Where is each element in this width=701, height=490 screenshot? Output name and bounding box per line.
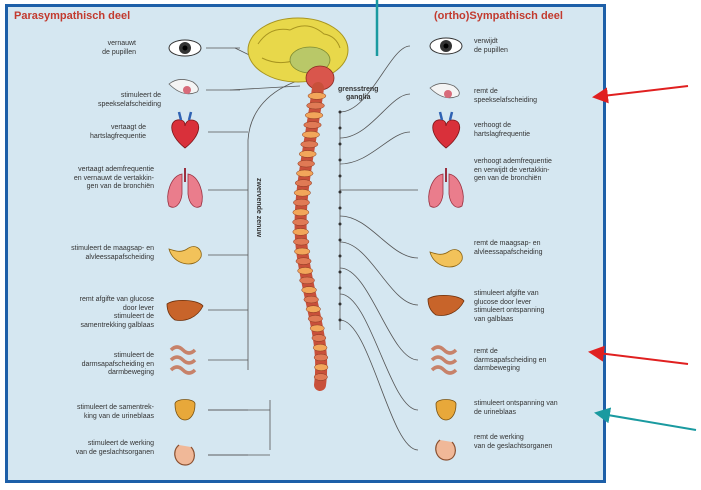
ganglion-dot (339, 255, 342, 258)
para-label-bladder: stimuleert de samentrek- king van de uri… (77, 404, 154, 421)
para-label-lungs: vertaagt ademfrequentie en vernauwt de v… (74, 166, 154, 192)
bladder-icon (175, 400, 195, 421)
symp-label-saliva: remt de speekselafscheiding (474, 88, 537, 105)
vertebra (306, 306, 320, 313)
genitals-icon (175, 445, 195, 465)
vertebra (304, 296, 319, 303)
teal-arrow-bladder (596, 413, 696, 430)
symp-branch (340, 294, 418, 410)
symp-branch (340, 268, 418, 360)
ganglion-dot (339, 207, 342, 210)
red-arrow-saliva (594, 86, 688, 97)
ganglion-dot (339, 303, 342, 306)
vertebra (294, 248, 309, 255)
vertebra (313, 344, 327, 351)
vertebra (293, 209, 309, 216)
para-label-eye: vernauwt de pupillen (102, 40, 136, 57)
ganglion-dot (339, 191, 342, 194)
vertebra (310, 325, 324, 332)
stomach-icon (430, 250, 462, 267)
heart-icon (433, 112, 460, 148)
vertebra (296, 170, 313, 177)
para-label-stomach: stimuleert de maagsap- en alvleessapafsc… (71, 245, 154, 262)
ganglia-label: grensstreng ganglia (338, 86, 378, 102)
intestine-icon (432, 347, 456, 373)
ganglion-dot (339, 127, 342, 130)
heart-icon (172, 112, 199, 148)
para-label-heart: vertaagt de hartslagfrequentie (90, 124, 146, 141)
vertebra (302, 287, 317, 294)
ganglion-dot (339, 287, 342, 290)
vertebra (308, 93, 326, 100)
vertebra (305, 112, 323, 119)
symp-branch (340, 46, 410, 112)
symp-label-eye: verwijdt de pupillen (474, 38, 508, 55)
para-label-liver: remt afgifte van glucose door lever stim… (80, 296, 154, 330)
vertebra (294, 189, 310, 196)
vertebra (293, 199, 309, 206)
eye-icon (430, 38, 462, 54)
vertebra (314, 354, 328, 361)
sacral-branch (208, 400, 270, 455)
brain-icon (248, 18, 348, 90)
symp-label-bladder: stimuleert ontspanning van de urineblaas (474, 400, 558, 417)
ganglion-dot (339, 159, 342, 162)
vertebra (314, 364, 328, 371)
salivary-gland-icon (169, 79, 198, 94)
para-label-saliva: stimuleert de speekselafscheiding (98, 92, 161, 109)
vertebra (301, 141, 318, 148)
parasympathetic-title: Parasympathisch deel (14, 10, 130, 22)
eye-icon (169, 40, 201, 56)
vertebra (308, 315, 322, 322)
salivary-gland-icon (430, 83, 459, 98)
ganglion-dot (339, 239, 342, 242)
para-label-intestine: stimuleert de darmsapafscheiding en darm… (82, 352, 154, 378)
vertebra (293, 219, 309, 226)
vertebra (312, 335, 326, 342)
symp-label-genitals: remt de werking van de geslachtsorganen (474, 434, 552, 451)
vertebra (298, 267, 313, 274)
vertebra (307, 102, 325, 109)
ganglion-dot (339, 175, 342, 178)
symp-branch (340, 242, 418, 305)
stomach-icon (169, 247, 201, 264)
vertebra (298, 160, 315, 167)
vertebra (299, 151, 316, 158)
lungs-icon (168, 168, 202, 207)
vertebra (304, 122, 322, 129)
vertebra (295, 180, 312, 187)
liver-icon (167, 300, 203, 320)
vertebra (300, 277, 315, 284)
para-label-genitals: stimuleert de werking van de geslachtsor… (76, 440, 154, 457)
vertebra (293, 238, 309, 245)
symp-label-heart: verhoogt de hartslagfrequentie (474, 122, 530, 139)
intestine-icon (171, 347, 195, 373)
symp-label-lungs: verhoogt ademfrequentie en verwijdt de v… (474, 158, 552, 184)
ganglion-dot (339, 223, 342, 226)
vagus-nerve-label: zwervende zenuw (255, 178, 262, 237)
red-arrow-intestine (590, 352, 688, 364)
vertebra (293, 229, 309, 236)
vertebra (302, 131, 319, 138)
ganglion-dot (339, 143, 342, 146)
lungs-icon (429, 168, 463, 207)
bladder-icon (436, 400, 456, 421)
spinal-cord (293, 88, 328, 385)
liver-icon (428, 295, 464, 315)
sympathetic-title: (ortho)Sympathisch deel (434, 10, 563, 22)
symp-branch (340, 320, 418, 450)
genitals-icon (436, 440, 456, 460)
vertebra (314, 374, 327, 381)
symp-label-stomach: remt de maagsap- en alvleessapafscheidin… (474, 240, 543, 257)
symp-branch (340, 216, 418, 258)
ganglion-dot (339, 319, 342, 322)
ganglion-dot (339, 111, 342, 114)
symp-label-liver: stimuleert afgifte van glucose door leve… (474, 290, 544, 324)
symp-label-intestine: remt de darmsapafscheiding en darmbewegi… (474, 348, 546, 374)
ganglion-dot (339, 271, 342, 274)
vertebra (296, 258, 311, 265)
symp-branch (340, 132, 410, 164)
